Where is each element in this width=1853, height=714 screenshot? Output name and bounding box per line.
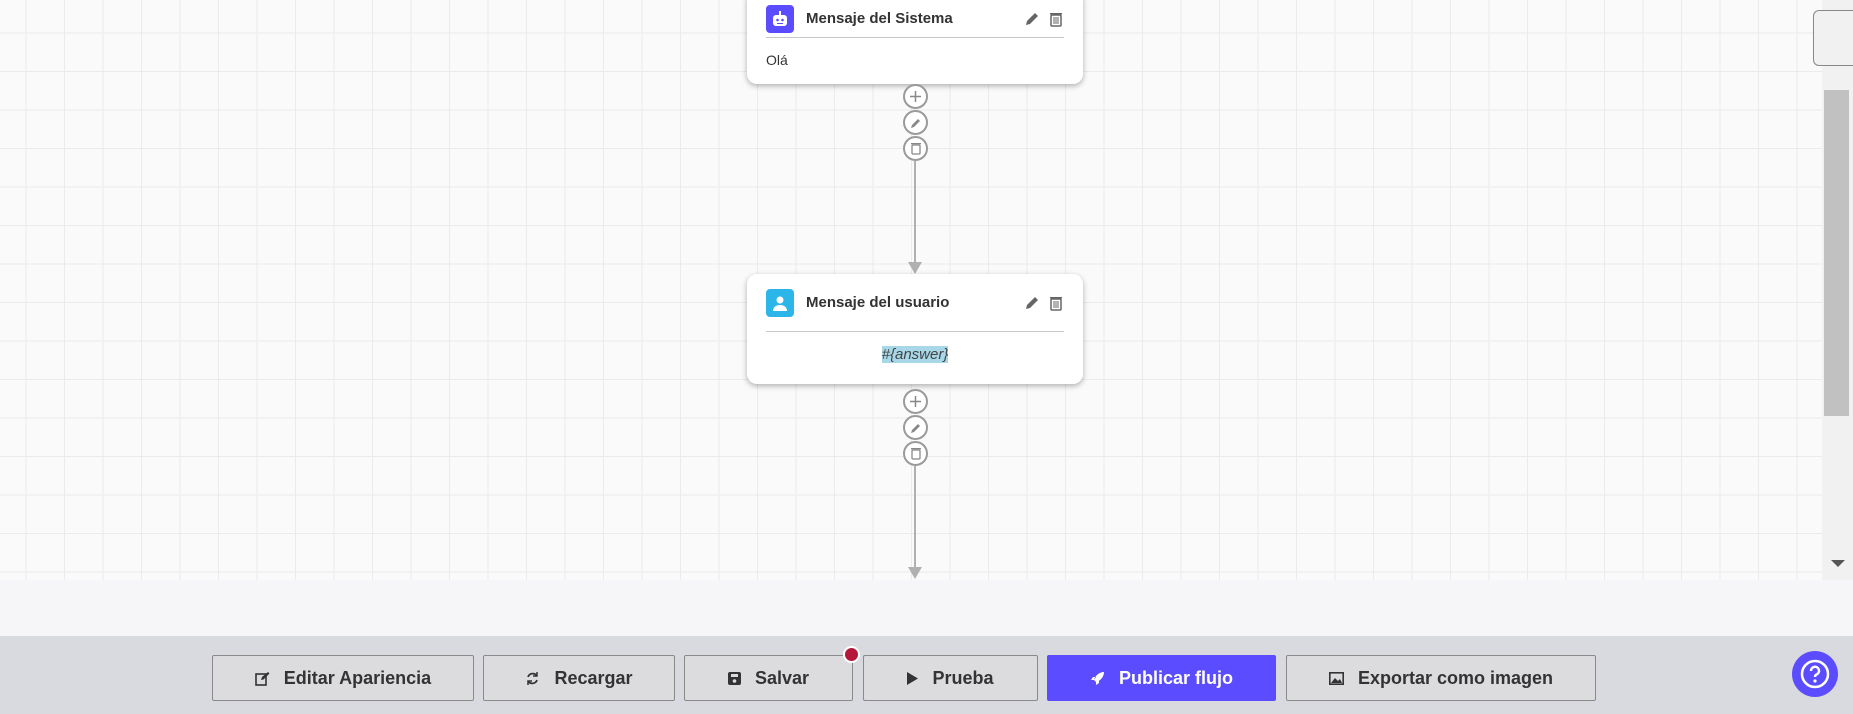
button-label: Recargar (554, 667, 633, 688)
edit-icon[interactable] (1024, 295, 1040, 311)
add-node-button[interactable] (903, 84, 928, 109)
delete-connector-button[interactable] (903, 136, 928, 161)
node-user-message[interactable]: Mensaje del usuario #{answer} (747, 274, 1083, 384)
flow-canvas[interactable]: Mensaje del Sistema Olá Mensaje del usua… (0, 0, 1822, 580)
reload-button[interactable]: Recargar (483, 655, 675, 701)
button-label: Publicar flujo (1118, 667, 1233, 688)
save-button[interactable]: Salvar (684, 655, 853, 701)
node-body: Olá (766, 52, 788, 68)
robot-icon (766, 4, 794, 33)
node-title: Mensaje del Sistema (806, 10, 953, 27)
publish-flow-button[interactable]: Publicar flujo (1047, 655, 1276, 701)
side-panel-toggle[interactable] (1813, 10, 1853, 66)
play-icon (907, 671, 919, 685)
edit-connector-button[interactable] (903, 415, 928, 440)
scrollbar-thumb[interactable] (1824, 90, 1849, 416)
button-label: Prueba (932, 667, 994, 688)
edit-icon (254, 671, 270, 686)
export-image-button[interactable]: Exportar como imagen (1286, 655, 1596, 701)
connector-line (914, 161, 916, 263)
button-label: Exportar como imagen (1357, 667, 1554, 688)
bottom-toolbar: Editar Apariencia Recargar Salvar Prueba… (0, 636, 1853, 714)
test-button[interactable]: Prueba (863, 655, 1038, 701)
node-system-message[interactable]: Mensaje del Sistema Olá (747, 0, 1083, 84)
save-icon (727, 671, 741, 685)
delete-connector-button[interactable] (903, 441, 928, 466)
image-icon (1328, 671, 1344, 685)
question-icon (1800, 659, 1830, 689)
refresh-icon (527, 671, 539, 685)
connector-arrow (908, 262, 922, 274)
node-title: Mensaje del usuario (806, 294, 950, 311)
rocket-icon (1090, 671, 1104, 685)
unsaved-changes-badge (843, 646, 860, 663)
connector-line (914, 466, 916, 568)
scroll-down-arrow-icon[interactable] (1831, 560, 1845, 568)
edit-icon[interactable] (1024, 11, 1040, 27)
button-label: Editar Apariencia (283, 667, 432, 688)
user-icon (766, 288, 794, 317)
add-node-button[interactable] (903, 389, 928, 414)
connector-arrow (908, 567, 922, 579)
button-label: Salvar (754, 667, 810, 688)
edit-appearance-button[interactable]: Editar Apariencia (212, 655, 474, 701)
trash-icon[interactable] (1048, 11, 1064, 27)
edit-connector-button[interactable] (903, 110, 928, 135)
node-body: #{answer} (881, 346, 949, 363)
help-button[interactable] (1792, 651, 1838, 697)
trash-icon[interactable] (1048, 295, 1064, 311)
